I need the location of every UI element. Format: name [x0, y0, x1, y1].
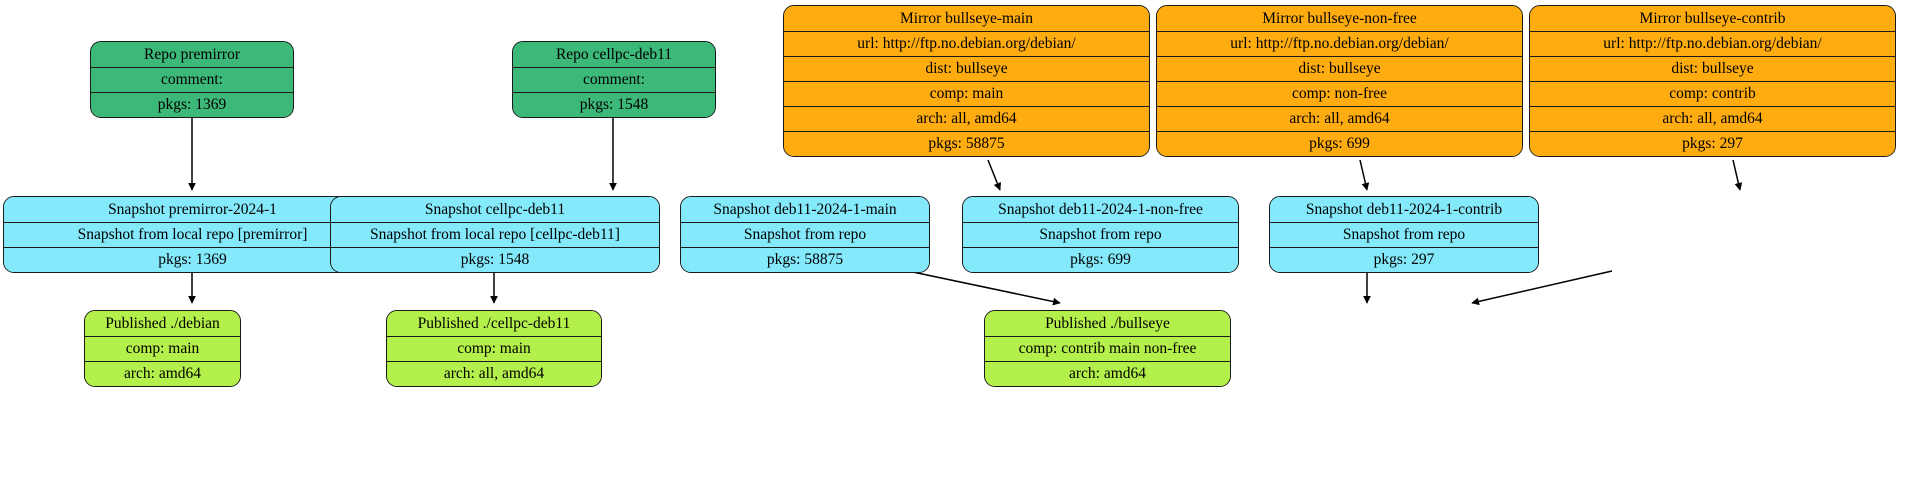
node-row-title: Snapshot cellpc-deb11 [331, 197, 659, 222]
edge-mirror-non-free-to-snapshot [1359, 159, 1370, 191]
node-row-pkgs: pkgs: 1369 [4, 247, 381, 272]
node-snapshot-cellpc-deb11[interactable]: Snapshot cellpc-deb11 Snapshot from loca… [330, 196, 660, 273]
node-row-comp: comp: main [387, 336, 601, 361]
node-published-cellpc-deb11[interactable]: Published ./cellpc-deb11 comp: main arch… [386, 310, 602, 387]
node-row-title: Published ./bullseye [985, 311, 1230, 336]
node-row-arch: arch: all, amd64 [1157, 106, 1522, 131]
node-repo-cellpc-deb11[interactable]: Repo cellpc-deb11 comment: pkgs: 1548 [512, 41, 716, 118]
node-row-title: Published ./cellpc-deb11 [387, 311, 601, 336]
node-row-pkgs: pkgs: 58875 [681, 247, 929, 272]
node-row-source: Snapshot from local repo [cellpc-deb11] [331, 222, 659, 247]
node-row-pkgs: pkgs: 1548 [513, 92, 715, 117]
node-row-arch: arch: all, amd64 [1530, 106, 1895, 131]
node-row-comp: comp: contrib main non-free [985, 336, 1230, 361]
node-row-url: url: http://ftp.no.debian.org/debian/ [784, 31, 1149, 56]
node-row-title: Published ./debian [85, 311, 240, 336]
node-row-comp: comp: non-free [1157, 81, 1522, 106]
node-row-title: Repo cellpc-deb11 [513, 42, 715, 67]
edge-snapshot-contrib-to-published [1471, 270, 1613, 306]
node-row-url: url: http://ftp.no.debian.org/debian/ [1530, 31, 1895, 56]
node-snapshot-deb11-2024-1-main[interactable]: Snapshot deb11-2024-1-main Snapshot from… [680, 196, 930, 273]
node-row-pkgs: pkgs: 297 [1530, 131, 1895, 156]
node-row-pkgs: pkgs: 699 [1157, 131, 1522, 156]
node-row-source: Snapshot from repo [963, 222, 1238, 247]
node-row-source: Snapshot from repo [681, 222, 929, 247]
node-row-title: Snapshot deb11-2024-1-main [681, 197, 929, 222]
node-snapshot-premirror-2024-1[interactable]: Snapshot premirror-2024-1 Snapshot from … [3, 196, 382, 273]
node-row-dist: dist: bullseye [1157, 56, 1522, 81]
edge-mirror-main-to-snapshot [987, 159, 1002, 191]
node-row-title: Mirror bullseye-non-free [1157, 6, 1522, 31]
node-row-title: Snapshot deb11-2024-1-contrib [1270, 197, 1538, 222]
node-row-comment: comment: [513, 67, 715, 92]
node-row-arch: arch: amd64 [85, 361, 240, 386]
node-row-title: Snapshot premirror-2024-1 [4, 197, 381, 222]
node-row-title: Repo premirror [91, 42, 293, 67]
node-row-comp: comp: contrib [1530, 81, 1895, 106]
node-mirror-bullseye-main[interactable]: Mirror bullseye-main url: http://ftp.no.… [783, 5, 1150, 157]
node-row-arch: arch: all, amd64 [784, 106, 1149, 131]
node-row-pkgs: pkgs: 1369 [91, 92, 293, 117]
node-published-debian[interactable]: Published ./debian comp: main arch: amd6… [84, 310, 241, 387]
node-row-dist: dist: bullseye [1530, 56, 1895, 81]
node-row-pkgs: pkgs: 297 [1270, 247, 1538, 272]
node-row-comp: comp: main [784, 81, 1149, 106]
edge-snapshot-main-to-published [907, 270, 1061, 306]
node-row-title: Mirror bullseye-contrib [1530, 6, 1895, 31]
node-row-pkgs: pkgs: 58875 [784, 131, 1149, 156]
node-row-title: Mirror bullseye-main [784, 6, 1149, 31]
node-row-arch: arch: all, amd64 [387, 361, 601, 386]
node-row-comment: comment: [91, 67, 293, 92]
edge-mirror-contrib-to-snapshot [1732, 159, 1743, 191]
node-row-arch: arch: amd64 [985, 361, 1230, 386]
node-row-source: Snapshot from repo [1270, 222, 1538, 247]
node-row-title: Snapshot deb11-2024-1-non-free [963, 197, 1238, 222]
node-published-bullseye[interactable]: Published ./bullseye comp: contrib main … [984, 310, 1231, 387]
node-mirror-bullseye-contrib[interactable]: Mirror bullseye-contrib url: http://ftp.… [1529, 5, 1896, 157]
node-row-pkgs: pkgs: 699 [963, 247, 1238, 272]
node-row-source: Snapshot from local repo [premirror] [4, 222, 381, 247]
node-row-comp: comp: main [85, 336, 240, 361]
node-snapshot-deb11-2024-1-non-free[interactable]: Snapshot deb11-2024-1-non-free Snapshot … [962, 196, 1239, 273]
node-snapshot-deb11-2024-1-contrib[interactable]: Snapshot deb11-2024-1-contrib Snapshot f… [1269, 196, 1539, 273]
node-row-dist: dist: bullseye [784, 56, 1149, 81]
node-row-url: url: http://ftp.no.debian.org/debian/ [1157, 31, 1522, 56]
node-repo-premirror[interactable]: Repo premirror comment: pkgs: 1369 [90, 41, 294, 118]
node-mirror-bullseye-non-free[interactable]: Mirror bullseye-non-free url: http://ftp… [1156, 5, 1523, 157]
node-row-pkgs: pkgs: 1548 [331, 247, 659, 272]
